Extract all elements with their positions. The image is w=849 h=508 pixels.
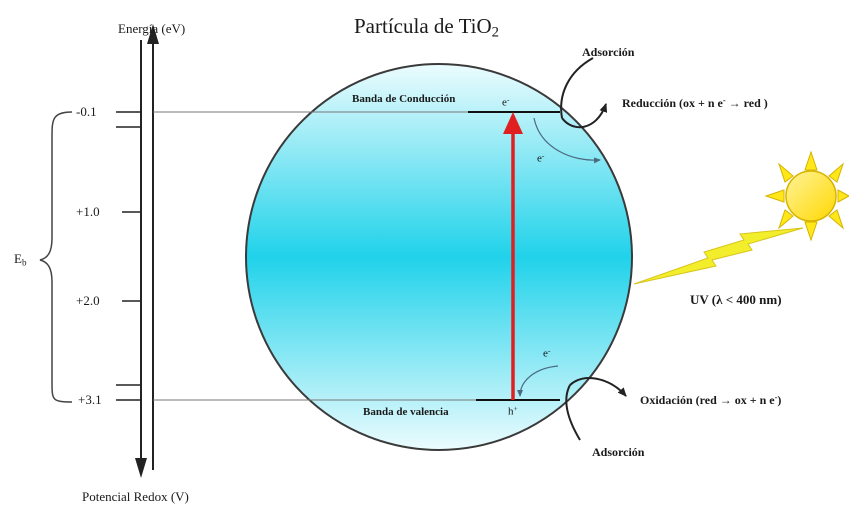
hole-label: h+ <box>508 405 518 417</box>
electron-symbol: e <box>543 347 548 360</box>
redox-axis-down-arrowhead <box>135 458 147 478</box>
title-subscript: 2 <box>491 24 500 41</box>
lightning-icon <box>633 227 804 285</box>
valence-band-label: Banda de valencia <box>363 406 449 418</box>
valence-electron-arrow <box>517 365 559 397</box>
electron-cb-label: e- <box>502 96 509 108</box>
sun-icon <box>764 150 849 242</box>
oxidation-charge: - <box>774 393 778 403</box>
electron-charge: - <box>506 95 510 104</box>
electron-charge: - <box>541 151 545 160</box>
adsorption-top-label: Adsorción <box>582 45 635 59</box>
uv-label: UV (λ < 400 nm) <box>690 292 782 307</box>
tick-label-cb: -0.1 <box>76 104 97 119</box>
bandgap-label: Eb <box>14 252 27 267</box>
redox-axis-label: Potencial Redox (V) <box>82 489 189 504</box>
adsorption-top-arrow <box>560 57 594 119</box>
electron-migration-arrow <box>533 117 601 164</box>
diagram-title: Partícula de TiO2 <box>354 14 500 41</box>
oxidation-text-tail: ) <box>777 393 782 407</box>
tick-label-vb: +3.1 <box>78 392 102 407</box>
reduction-label: Reducción (ox + n e- → red ) <box>622 97 768 109</box>
tio2-particle <box>245 63 633 451</box>
title-text: Partícula de TiO <box>354 14 492 38</box>
oxidation-label: Oxidación (red → ox + n e-) <box>640 394 781 406</box>
hole-charge: + <box>513 404 518 413</box>
energy-axis-label: Energía (eV) <box>118 21 186 36</box>
electron-migrating-label: e- <box>537 152 544 164</box>
electron-vb-label: e- <box>543 347 550 359</box>
adsorption-bottom-arrow <box>565 384 581 441</box>
bandgap-subscript: b <box>21 257 27 268</box>
reduction-text-tail: → red ) <box>725 96 768 110</box>
bandgap-brace <box>39 111 73 403</box>
tick-label-1: +1.0 <box>76 204 100 219</box>
reduction-text: Reducción (ox + n e <box>622 96 723 110</box>
excitation-arrowhead <box>503 112 523 134</box>
tick-label-2: +2.0 <box>76 293 100 308</box>
oxidation-arrow <box>569 377 627 397</box>
reduction-arrow <box>561 103 608 129</box>
reduction-charge: - <box>722 96 726 106</box>
energy-axis-up-arrowhead <box>147 24 159 44</box>
electron-symbol: e <box>502 96 507 109</box>
conduction-band-label: Banda de Conducción <box>352 93 456 105</box>
electron-symbol: e <box>537 152 542 165</box>
electron-charge: - <box>547 346 551 355</box>
bandgap-symbol: E <box>14 251 22 266</box>
adsorption-bottom-label: Adsorción <box>592 445 645 459</box>
oxidation-text: Oxidación (red → ox + n e <box>640 393 775 407</box>
hole-symbol: h <box>508 405 514 418</box>
